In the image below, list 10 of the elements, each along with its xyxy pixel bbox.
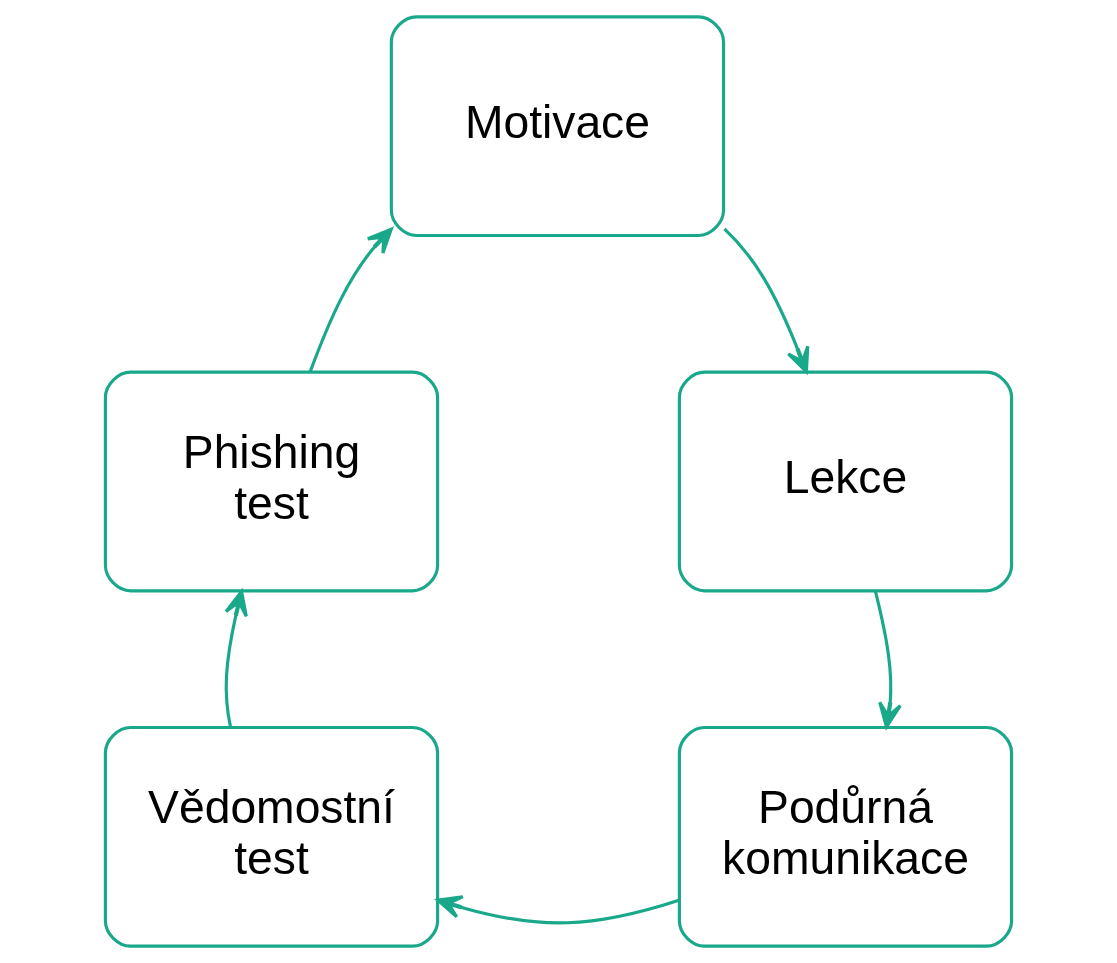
- node-box: Podůrná komunikace: [677, 725, 1014, 948]
- node-box: Lekce: [677, 370, 1014, 593]
- node-box: Vědomostní test: [103, 725, 440, 948]
- arrow: [308, 227, 393, 373]
- arrow: [873, 591, 902, 729]
- arrow: [436, 895, 680, 925]
- node-box: Phishing test: [103, 370, 440, 593]
- arrow: [723, 227, 810, 374]
- arrow: [224, 589, 248, 728]
- node-box: Motivace: [389, 15, 726, 238]
